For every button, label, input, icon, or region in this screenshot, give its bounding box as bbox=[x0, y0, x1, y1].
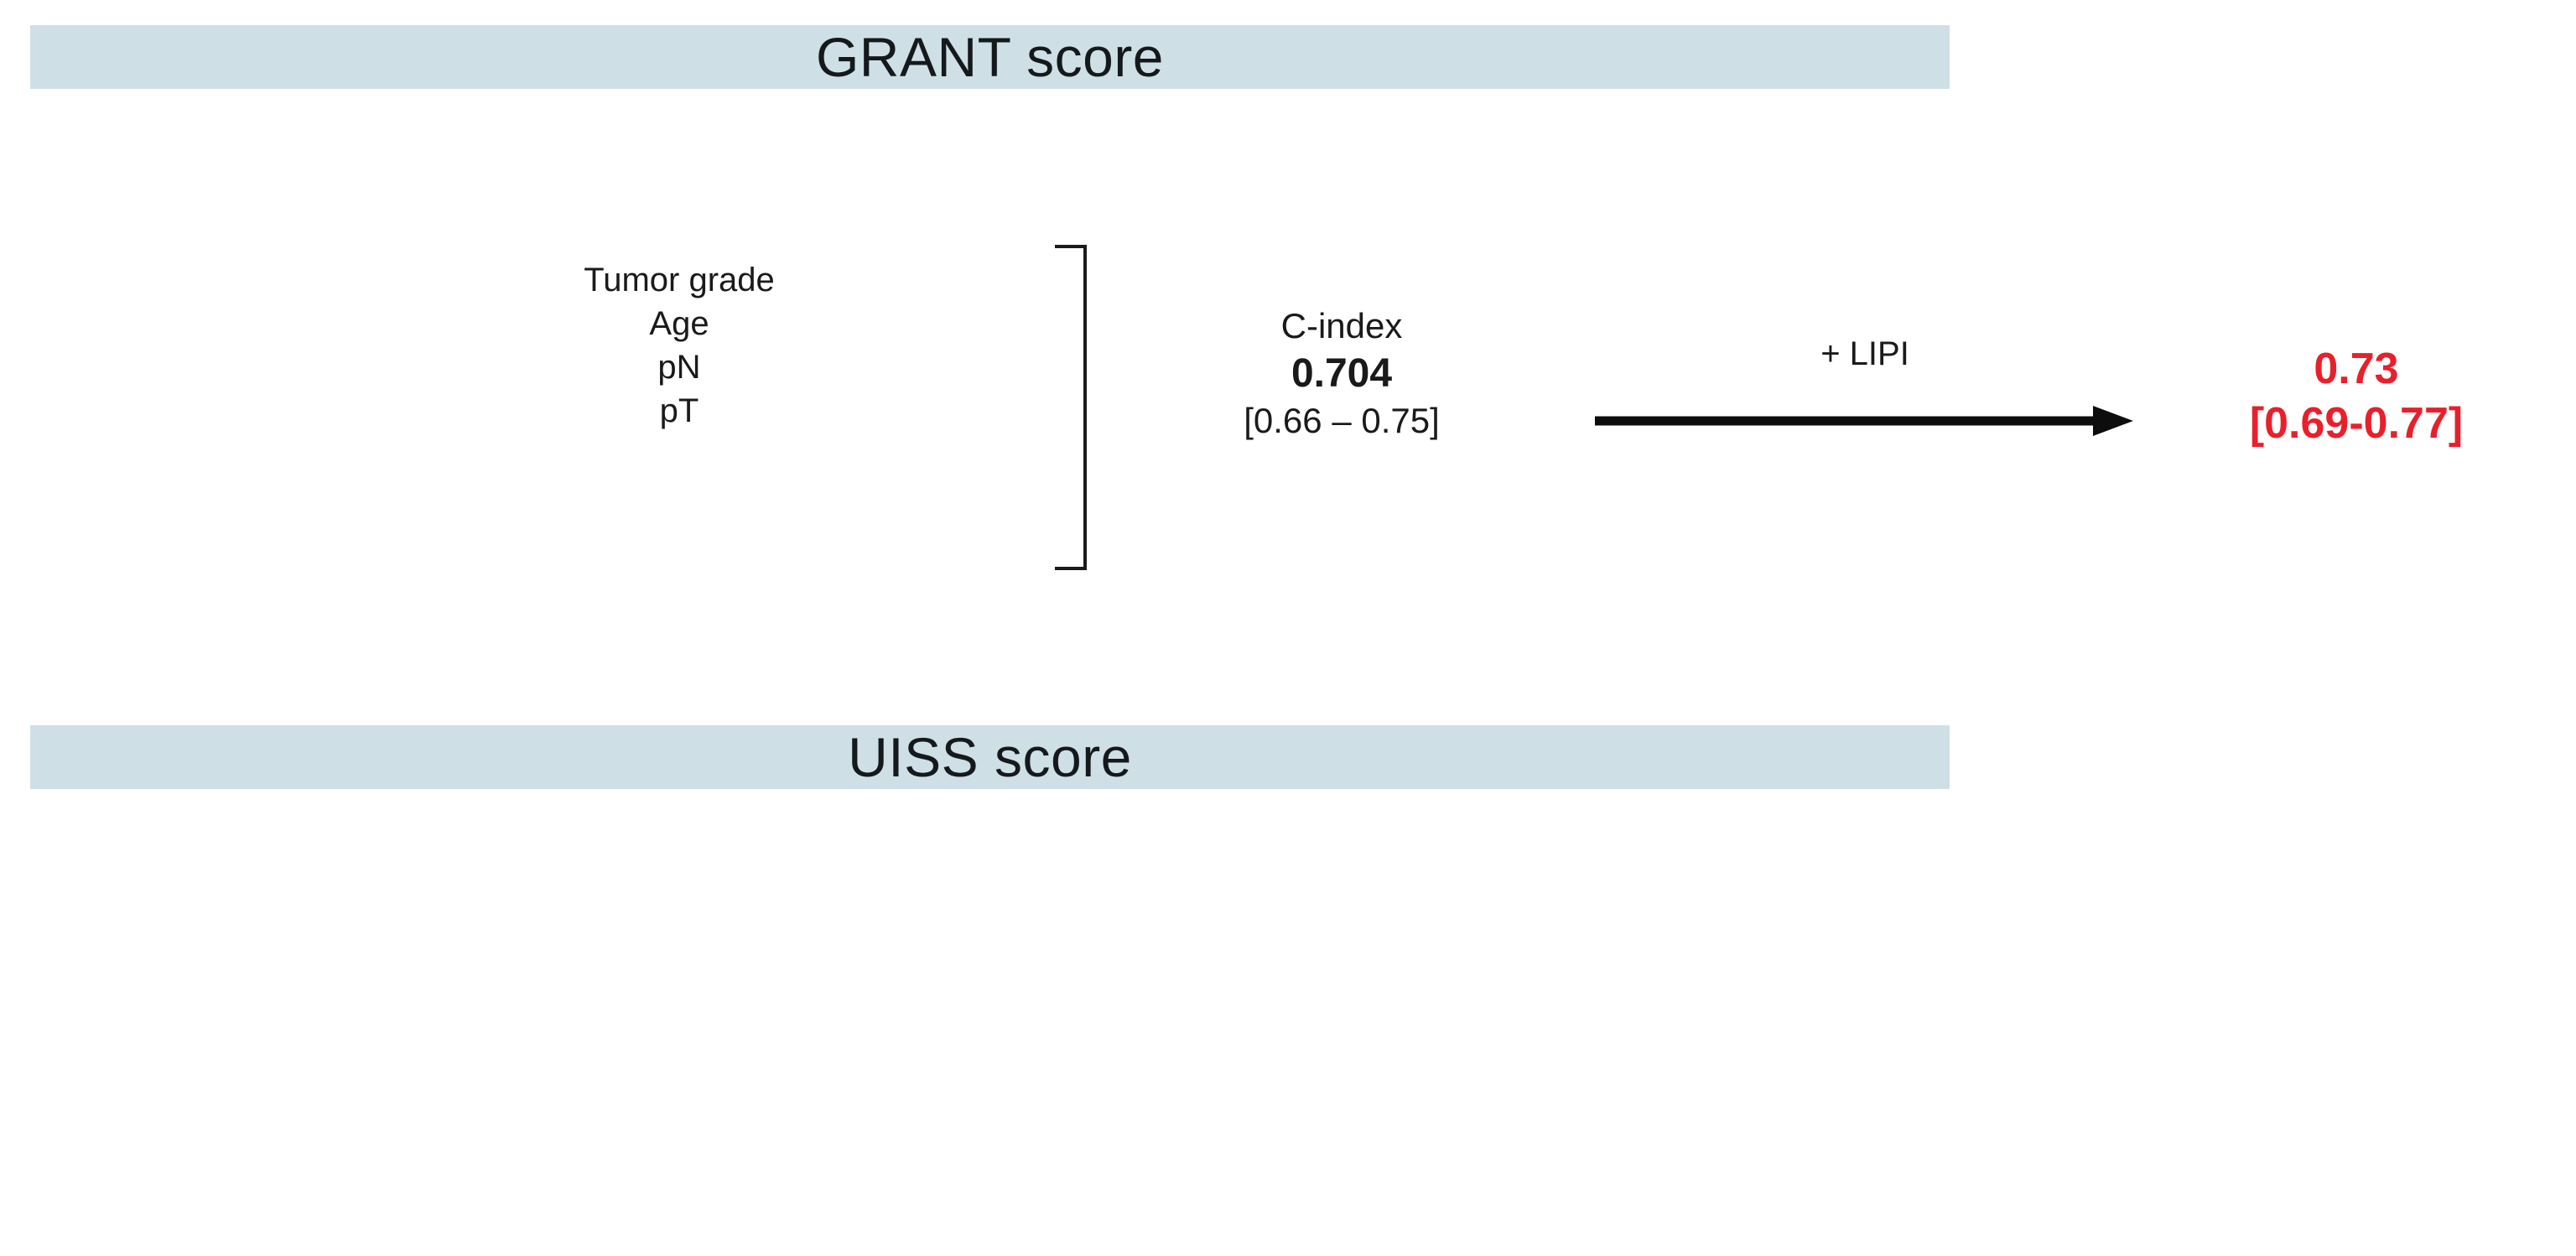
cindex-block-grant: C-index 0.704 [0.66 – 0.75] bbox=[1124, 304, 1560, 444]
right-arrow-icon bbox=[1595, 406, 2133, 436]
result-value: 0.73 bbox=[2314, 345, 2399, 393]
variable-item: pN bbox=[657, 349, 701, 386]
result-block-grant: 0.73 [0.69-0.77] bbox=[2147, 342, 2566, 451]
variable-item: pT bbox=[659, 392, 699, 429]
grouping-bracket-icon bbox=[1055, 245, 1087, 570]
variable-item: Age bbox=[649, 305, 709, 342]
cindex-value: 0.704 bbox=[1291, 350, 1393, 396]
section-title-uiss: UISS score bbox=[848, 726, 1132, 788]
cindex-confidence-interval: [0.66 – 0.75] bbox=[1244, 401, 1440, 441]
result-confidence-interval: [0.69-0.77] bbox=[2249, 399, 2464, 448]
section-title-banner-grant: GRANT score bbox=[30, 25, 1950, 89]
arrow-label: + LIPI bbox=[1820, 335, 1909, 372]
score-section-grant: GRANT score Tumor grade Age pN pT C-inde… bbox=[30, 25, 2566, 570]
section-title-grant: GRANT score bbox=[815, 26, 1165, 88]
cindex-label: C-index bbox=[1280, 306, 1403, 345]
score-section-uiss: UISS score pT Fuhrman grade ECOG perform… bbox=[0, 700, 2576, 1256]
section-title-banner-uiss: UISS score bbox=[30, 725, 1950, 789]
variable-item: Tumor grade bbox=[584, 262, 775, 298]
variables-list-grant: Tumor grade Age pN pT bbox=[310, 258, 1048, 433]
